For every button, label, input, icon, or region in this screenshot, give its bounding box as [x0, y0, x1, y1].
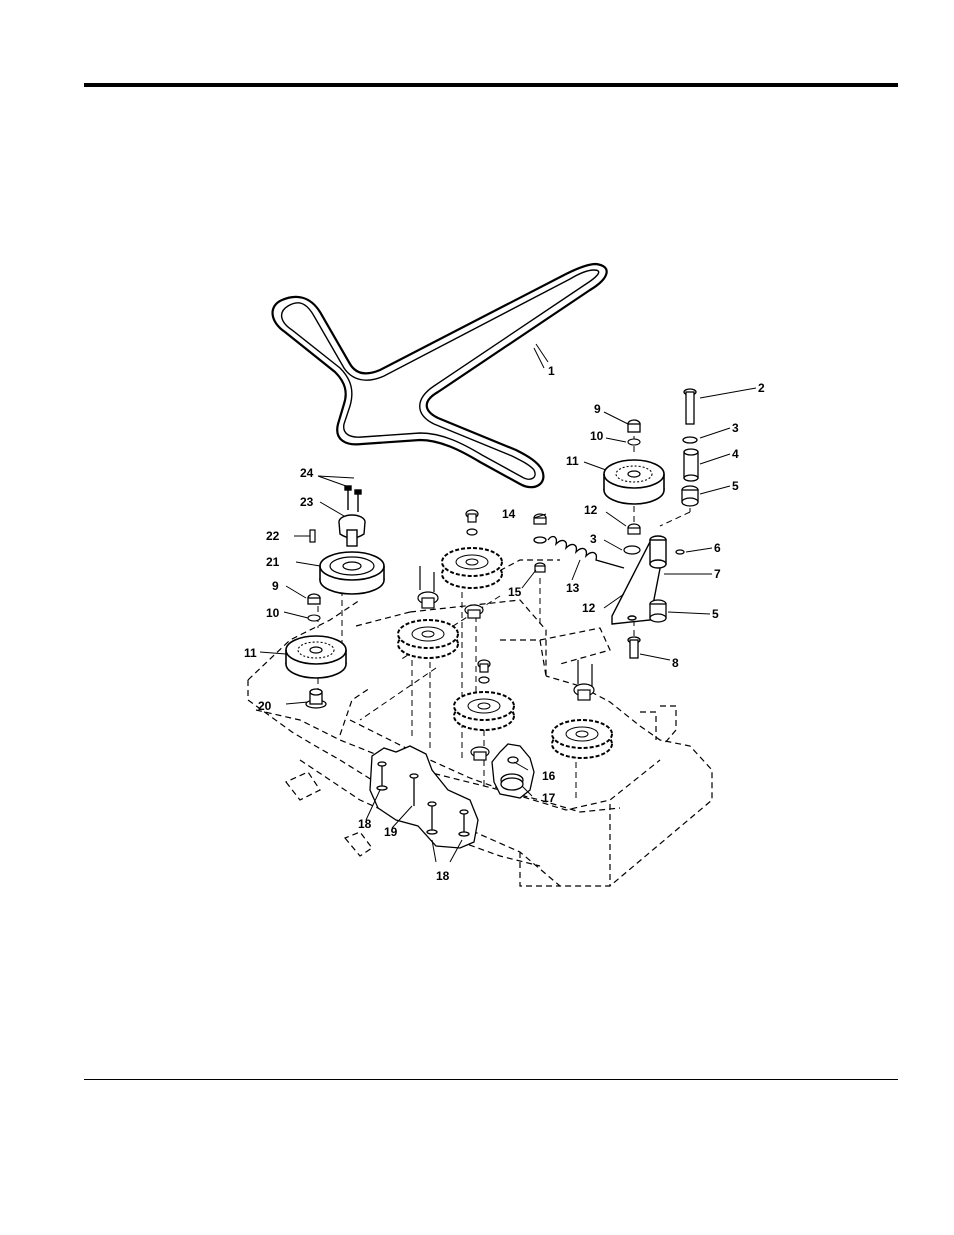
nut-9-right [628, 420, 640, 432]
idler-pulley-11-left [286, 636, 346, 678]
detail-cutaway-16-17 [492, 744, 534, 798]
pulley-21 [320, 552, 384, 594]
callout-3-upper: 3 [732, 421, 739, 435]
callout-16: 16 [542, 769, 556, 783]
callout-11-left: 11 [244, 646, 257, 660]
callout-5-upper: 5 [732, 479, 739, 493]
idler-pulley-11-right [604, 460, 664, 504]
callout-19: 19 [384, 825, 398, 839]
spacer-20 [306, 689, 326, 708]
callout-5-lower: 5 [712, 607, 719, 621]
washer-10-right [628, 439, 640, 445]
spindle-pulley-right [552, 720, 612, 758]
callout-10-right: 10 [590, 429, 604, 443]
callout-3-lower: 3 [590, 532, 597, 546]
callout-7: 7 [714, 567, 721, 581]
callout-12-lower: 12 [582, 601, 596, 615]
callout-13: 13 [566, 581, 580, 595]
callout-21: 21 [266, 555, 280, 569]
callout-8: 8 [672, 656, 679, 670]
callout-14: 14 [502, 507, 516, 521]
callout-9-left: 9 [272, 579, 279, 593]
callout-18-left: 18 [358, 817, 372, 831]
key-22 [310, 530, 315, 542]
spindle-pulley-rear [442, 548, 502, 588]
callout-24: 24 [300, 466, 314, 480]
callout-17: 17 [542, 791, 556, 805]
callout-11-right: 11 [566, 454, 579, 468]
hub-23 [339, 486, 365, 546]
spindle-pulley-center [398, 620, 458, 658]
callout-23: 23 [300, 495, 314, 509]
callout-2: 2 [758, 381, 765, 395]
spindle-pulley-middle [454, 692, 514, 730]
nut-9-left [308, 594, 320, 604]
callout-1: 1 [548, 364, 555, 378]
callout-15: 15 [508, 585, 522, 599]
callout-4: 4 [732, 447, 739, 461]
callout-18-bottom: 18 [436, 869, 450, 883]
callout-12-upper: 12 [584, 503, 598, 517]
drive-belt [273, 264, 607, 487]
callout-22: 22 [266, 529, 280, 543]
callout-20: 20 [258, 699, 272, 713]
callout-10-left: 10 [266, 606, 280, 620]
washer-10-left [308, 615, 320, 621]
callout-9-right: 9 [594, 402, 601, 416]
callout-6: 6 [714, 541, 721, 555]
